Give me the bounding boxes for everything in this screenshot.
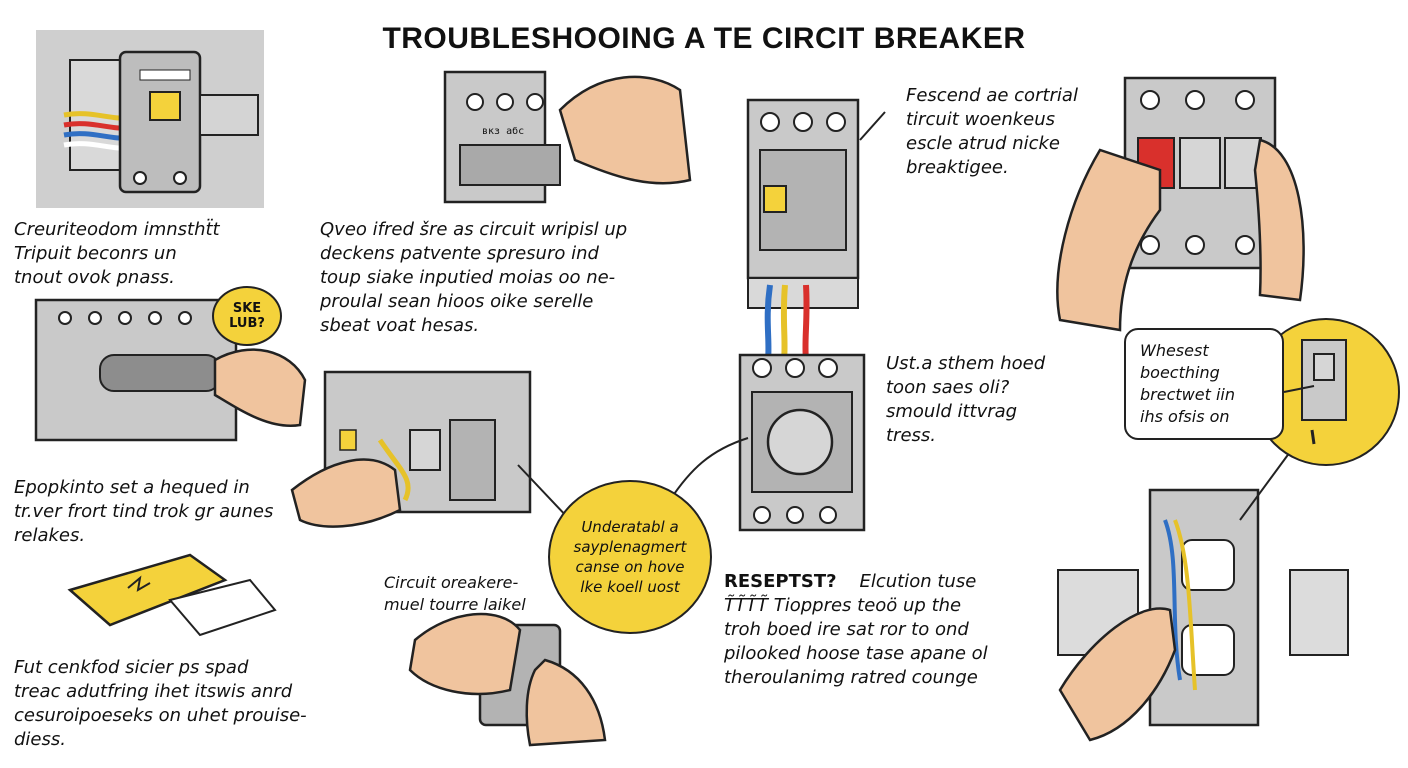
caption-1: Creuriteodom imnsthẗt Tripuit beconrs u… [14, 218, 220, 290]
caption-5: Ust.a sthem hoed toon saes oli? smould i… [886, 352, 1045, 448]
center-callout-bubble: Underatabl a sayplenagmert canse on hove… [548, 480, 712, 634]
caption-line: Tripuit beconrs un [14, 243, 177, 264]
caption-7: RESEPTST? Elcution tuse T̃T̃T̃T̃ Tioppre… [724, 570, 988, 690]
caption-line: tircuit woenkeus [906, 109, 1056, 130]
caption-line: muel tourre laikel [384, 595, 526, 614]
caption-line: T̃T̃T̃T̃ Tioppres teoö up the [724, 595, 962, 616]
illustration-plug-hand [408, 612, 607, 747]
illustration-center-breaker [738, 98, 886, 532]
caption-line: treac adutfring ihet itswis anrd [14, 681, 293, 702]
caption-line: Qveo ifred šre as circuit wripisl up [320, 219, 628, 240]
caption-line: sbeat voat hesas. [320, 315, 480, 336]
connector-line [1239, 451, 1291, 521]
caption-line: tress. [886, 425, 937, 446]
caption-line: toon saes oli? [886, 377, 1010, 398]
caption-2: Qveo ifred šre as circuit wripisl up dec… [320, 218, 627, 338]
illustration-outlet [1057, 488, 1349, 742]
caption-line: tr.ver frort tind trok gr aunes [14, 501, 274, 522]
illustration-hands-breaker [1056, 76, 1305, 332]
caption-line: theroulanimg ratred counge [724, 667, 978, 688]
caption-line: escle atrud nicke [906, 133, 1060, 154]
caption-line: toup siake inputied moias oo ne- [320, 267, 616, 288]
small-question-bubble: SKE LUB? [212, 286, 282, 346]
illustration-yellow-device [67, 553, 277, 637]
caption-line: cesuroipoeseks on uhet prouise- [14, 705, 307, 726]
caption-line: diess. [14, 729, 66, 750]
caption-line: deckens patvente spresuro ind [320, 243, 599, 264]
caption-line: smould ittvrag [886, 401, 1018, 422]
bubble-line: SKE [232, 301, 262, 316]
caption-line: pilooked hoose tase apane ol [724, 643, 988, 664]
caption-line: relakes. [14, 525, 86, 546]
caption-line: Fut cenkfod sicier ps spad [14, 657, 249, 678]
caption-line: troh boed ire sat ror to ond [724, 619, 969, 640]
page-title: TROUBLESHOOING A TE CIRCIT BREAKER [382, 22, 1026, 55]
connector-line [669, 437, 749, 501]
caption-line: Ust.a sthem hoed [886, 353, 1046, 374]
illustration-panel-hand [290, 370, 571, 528]
caption-line: tnout ovok pnass. [14, 267, 175, 288]
illustration-breaker-hand-top [443, 70, 692, 204]
caption-4: Epopkinto set a hequed in tr.ver frort t… [14, 476, 273, 548]
caption-6: Circuit oreakere- muel tourre laikel [384, 572, 526, 616]
callout-line: brectwet iin [1140, 385, 1235, 404]
illustration-wall-breaker [36, 30, 264, 208]
caption-7-subheading: Elcution tuse [859, 571, 977, 592]
illustration-multipole-breaker [34, 298, 307, 442]
caption-line: Circuit oreakere- [384, 573, 519, 592]
caption-line: Fescend ae cortrial [906, 85, 1078, 106]
callout-box: Whesest boecthing brectwet iin ihs ofsis… [1124, 328, 1284, 440]
bubble-line: LUB? [229, 316, 265, 331]
bubble-line: canse on hove [575, 558, 685, 576]
caption-line: Creuriteodom imnsthẗt [14, 219, 220, 240]
caption-line: Epopkinto set a hequed in [14, 477, 250, 498]
callout-line: ihs ofsis on [1140, 407, 1230, 426]
caption-7-heading: RESEPTST? [724, 571, 837, 592]
bubble-line: lke koell uost [580, 578, 680, 596]
bubble-line: Underatabl a [581, 518, 679, 536]
callout-line: Whesest [1140, 341, 1209, 360]
bubble-line: sayplenagmert [573, 538, 687, 556]
caption-line: proulal sean hioos oike serelle [320, 291, 594, 312]
caption-line: breaktigee. [906, 157, 1009, 178]
breaker-label: вкз абс [482, 126, 525, 137]
callout-line: boecthing [1140, 363, 1220, 382]
caption-8: Fut cenkfod sicier ps spad treac adutfri… [14, 656, 307, 752]
caption-3: Fescend ae cortrial tircuit woenkeus esc… [906, 84, 1078, 180]
